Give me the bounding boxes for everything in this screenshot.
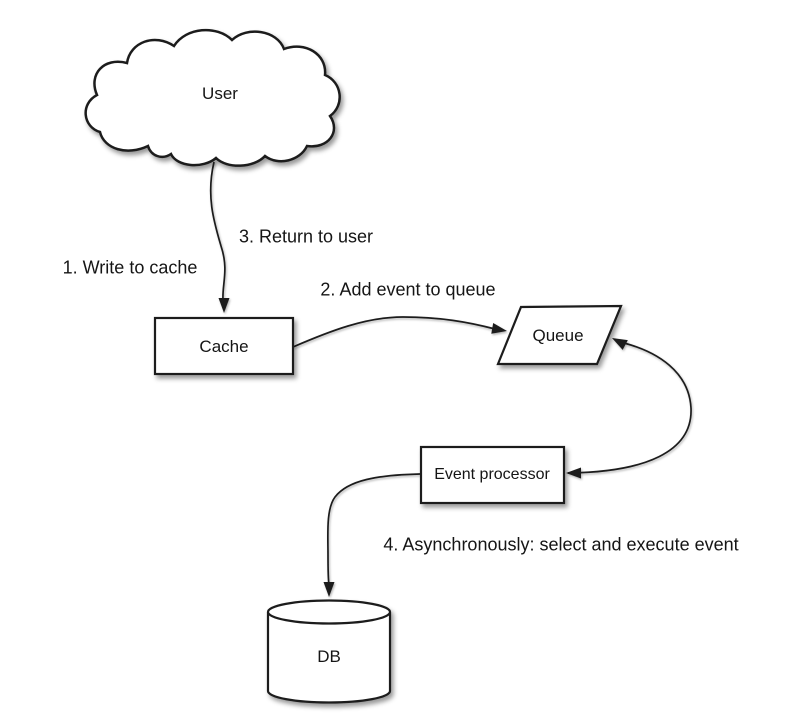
event-processor-box-shape [419,445,566,505]
edge-event-processor-to-db-arrowhead [323,582,335,597]
queue-parallelogram-shape [496,304,623,366]
edge-label-write-to-cache: 1. Write to cache [62,257,198,278]
user-cloud-shape [84,28,341,167]
cache-node-label: Cache [199,337,249,357]
event-processor-node-label: Event processor [434,465,550,483]
edge-cache-to-queue-line [292,316,496,348]
edge-event-processor-to-db [323,473,421,597]
db-cylinder-top [266,599,392,625]
arrowhead-into-event-processor [566,467,581,479]
edge-event-processor-to-db-line [326,473,421,586]
cache-box-shape [153,316,295,376]
db-node-label: DB [317,647,341,667]
edge-queue-event-processor-line [567,342,692,474]
edge-label-add-event-to-queue: 2. Add event to queue [320,279,496,300]
db-cylinder-body [266,612,392,704]
edge-cache-to-queue [292,316,507,348]
edge-label-asynchronously-select-execute: 4. Asynchronously: select and execute ev… [383,534,739,555]
edge-user-to-cache-arrowhead [218,298,230,313]
db-cylinder-shape [266,599,392,704]
edge-user-to-cache-line [209,161,226,301]
arrowhead-into-queue [612,338,628,350]
edge-queue-event-processor [566,338,692,479]
edge-cache-to-queue-arrowhead [491,322,507,334]
edge-label-return-to-user: 3. Return to user [238,226,374,247]
edge-user-to-cache [209,161,230,313]
user-node-label: User [202,84,238,104]
queue-node-label: Queue [532,326,584,346]
